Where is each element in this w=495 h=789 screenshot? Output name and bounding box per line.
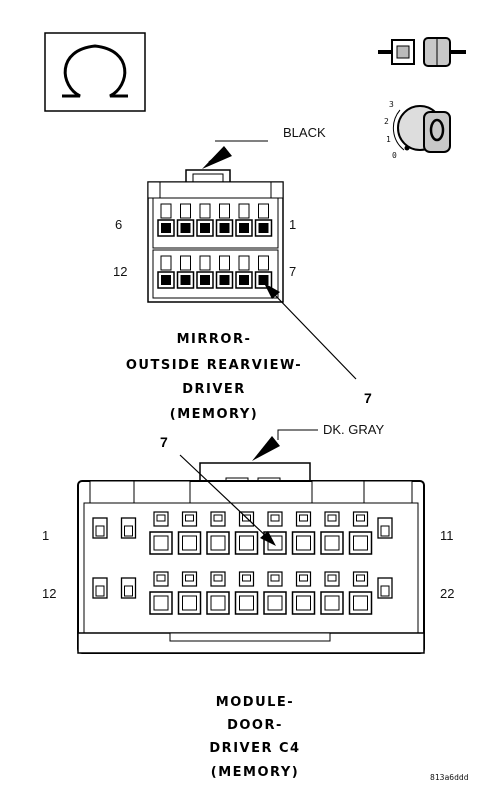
module-title-line3: DRIVER C4 [209,741,300,756]
mirror-pin-cavity [176,255,195,289]
module-pin-cavity [92,577,108,599]
pin-label-7: 7 [289,264,296,279]
pin-label-12: 12 [113,264,127,279]
connector-icon [378,37,466,67]
module-pin-cavity [206,511,230,555]
mirror-pin-cavity [235,255,253,289]
module-pin-cavity [120,517,137,539]
key-position-0: 0 [392,151,397,160]
mirror-pin-cavity [215,203,234,237]
ignition-key-icon: 3 2 1 0 [384,100,451,160]
module-pin-grid [92,511,393,615]
mirror-pin-cavity [254,203,273,237]
pin-label-22-module: 22 [440,586,454,601]
module-pin-cavity [320,571,344,615]
color-label-dk-gray: DK. GRAY [323,422,384,437]
mirror-title-line1: MIRROR- [177,332,252,347]
module-pin-cavity [120,577,137,599]
module-pin-cavity [291,511,316,555]
module-title-line2: DOOR- [227,718,283,733]
module-pin-cavity [320,511,344,555]
connector-mirror: BLACK 6 1 12 7 7 MIRROR- OUTSIDE REARVIE… [113,125,372,422]
module-pin-cavity [206,571,230,615]
module-pin-cavity [263,571,287,615]
module-pin-cavity [377,517,393,539]
mirror-title-line3: DRIVER [182,382,246,397]
pin-label-6: 6 [115,217,122,232]
mirror-pin-cavity [235,203,253,237]
module-pin-cavity [149,571,173,615]
mirror-pin-cavity [196,255,214,289]
connector-door-module: DK. GRAY 7 1 11 12 22 MODULE- DOOR- DRIV… [42,422,454,780]
callout-pin-7-module: 7 [160,434,168,450]
module-title-line1: MODULE- [216,695,294,710]
mirror-pin-cavity [196,203,214,237]
callout-pin-7-mirror: 7 [364,390,372,406]
key-position-1: 1 [386,135,391,144]
key-position-3: 3 [389,100,394,109]
omega-icon [44,32,146,112]
module-pin-cavity [348,511,373,555]
module-pin-cavity [377,577,393,599]
mirror-pin-cavity [254,255,273,289]
module-pin-cavity [234,571,259,615]
module-pin-cavity [177,571,202,615]
mirror-title-line4: (MEMORY) [170,407,258,422]
mirror-pin-cavity [215,255,234,289]
module-title-line4: (MEMORY) [211,765,299,780]
module-pin-cavity [177,511,202,555]
mirror-pin-cavity [157,255,175,289]
mirror-pin-grid [157,203,273,289]
mirror-title-line2: OUTSIDE REARVIEW- [126,358,302,373]
module-pin-cavity [149,511,173,555]
key-position-2: 2 [384,117,389,126]
module-pin-cavity [291,571,316,615]
module-pin-cavity [348,571,373,615]
pin-label-11-module: 11 [440,528,454,543]
pin-label-1-module: 1 [42,528,49,543]
color-label-black: BLACK [283,125,326,140]
module-pin-cavity [92,517,108,539]
mirror-pin-cavity [176,203,195,237]
figure-code: 813a6ddd [430,773,469,782]
pin-label-1: 1 [289,217,296,232]
mirror-pin-cavity [157,203,175,237]
pin-label-12-module: 12 [42,586,56,601]
